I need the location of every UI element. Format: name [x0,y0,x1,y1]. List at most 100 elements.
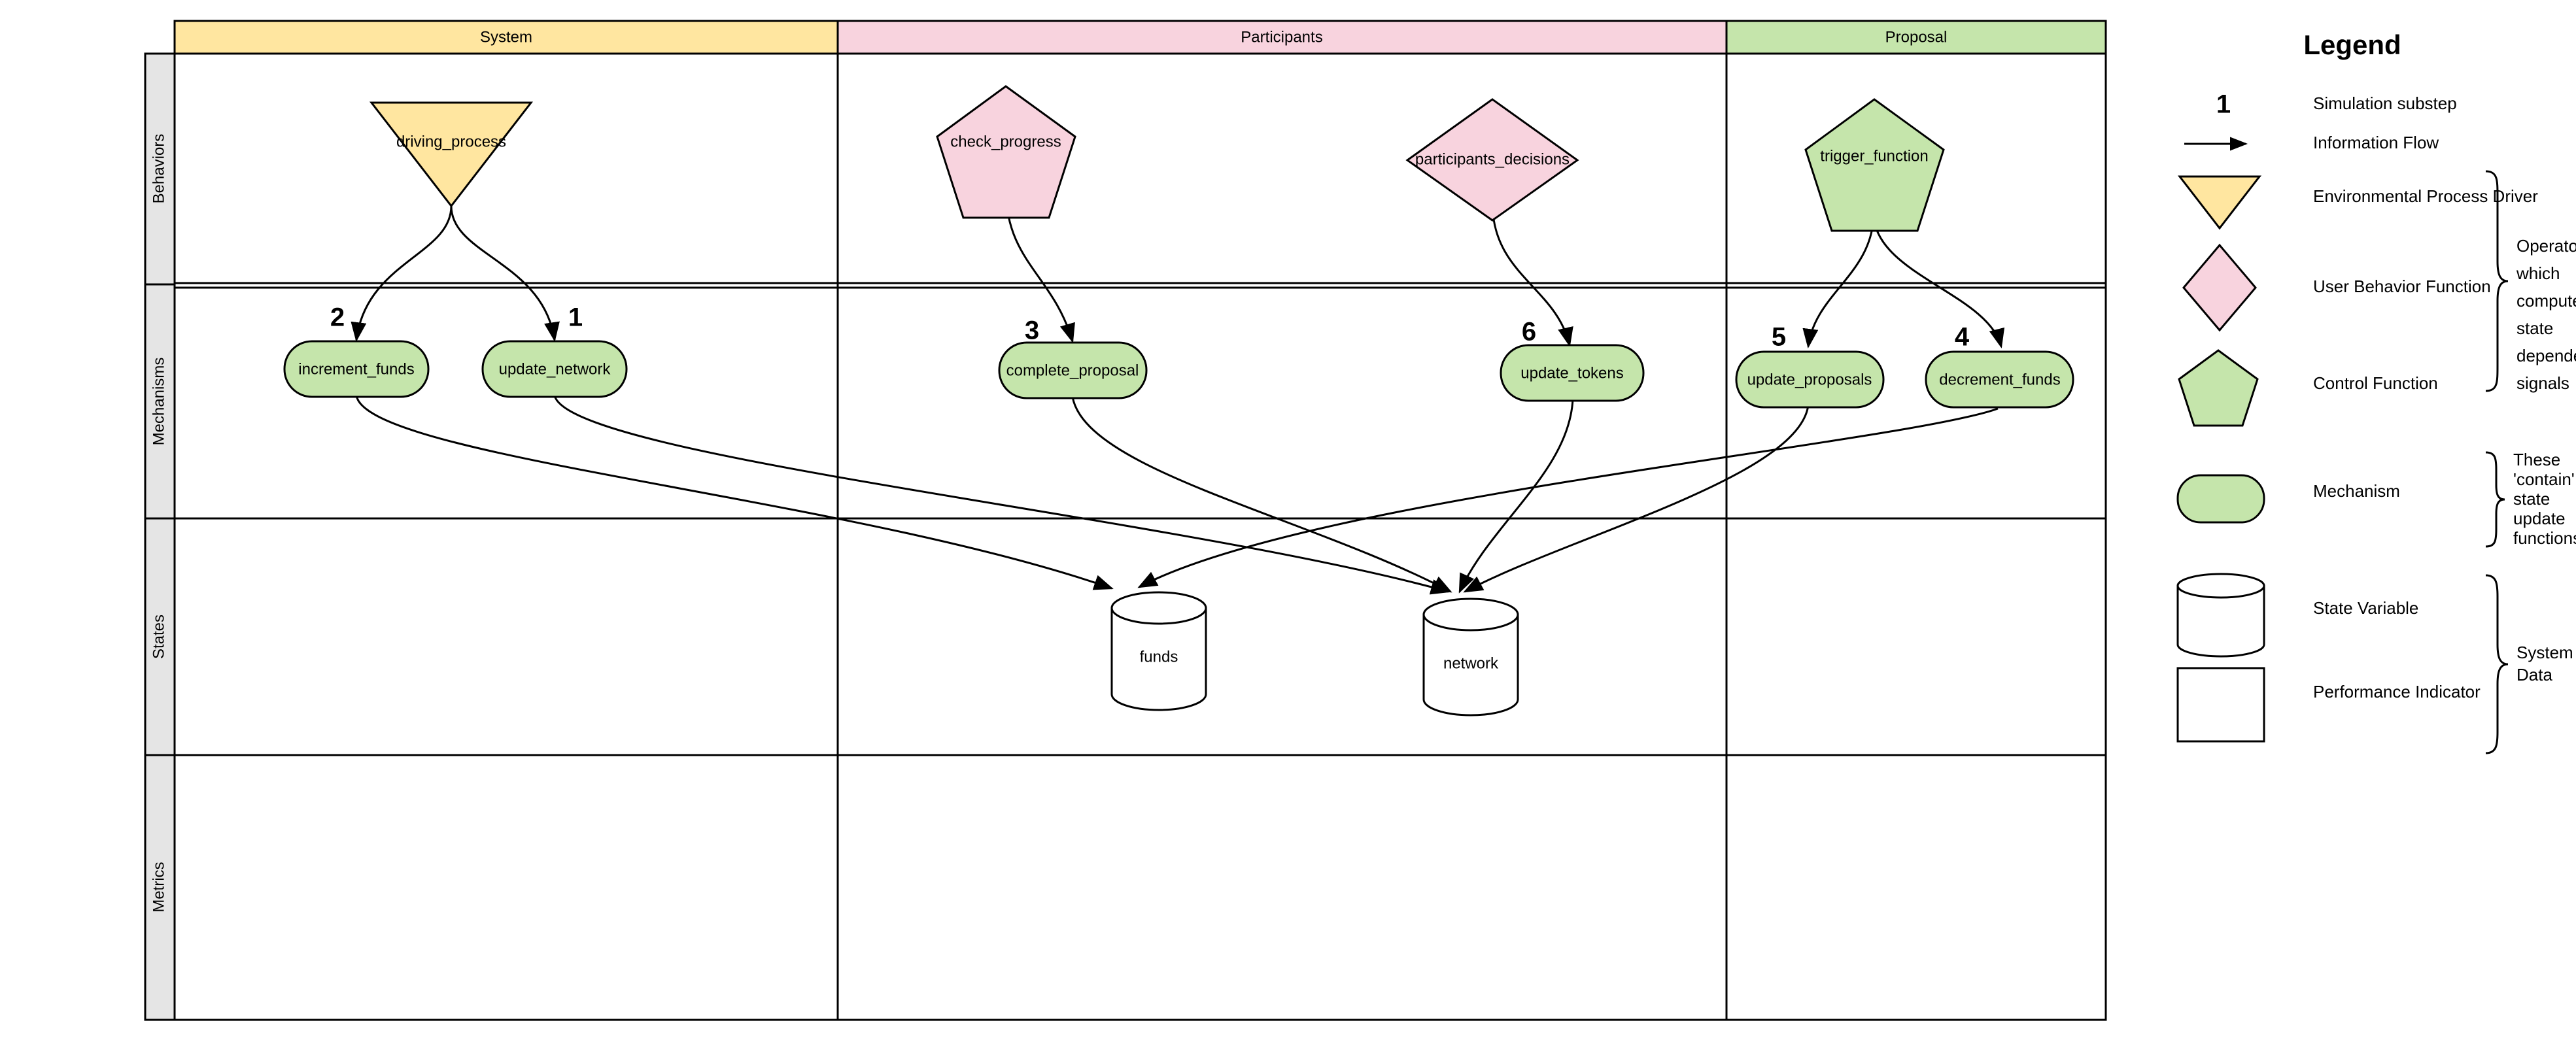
legend-item-mechanism: Mechanism [2176,474,2400,524]
edge-driving-process-to-increment-funds [351,205,453,342]
decrement-funds-label: decrement_funds [1939,371,2060,388]
legend-label-state-variable: State Variable [2313,598,2418,618]
legend-item-environmental-process-driver: Environmental Process Driver [2177,175,2538,230]
node-funds[interactable]: funds [1110,591,1207,711]
complete-proposal-label: complete_proposal [1006,362,1139,379]
column-header-system-label: System [480,28,532,46]
legend-brace-system-data: System Data [2485,574,2573,754]
substep-number-5: 5 [1772,323,1786,352]
edge-participants-decisions-to-update-tokens [1491,202,1573,347]
brace-system-data-line-1: Data [2516,665,2552,684]
legend-title: Legend [2303,29,2401,60]
edge-update-tokens-to-network [1458,398,1574,594]
node-update-proposals[interactable]: update_proposals [1735,350,1885,409]
column-header-participants [836,20,1728,55]
edge-trigger-function-to-update-proposals [1802,215,1875,348]
network-cylinder-body [1422,613,1519,717]
legend-item-information-flow: Information Flow [2184,133,2439,152]
column-header-proposal [1725,20,2107,55]
node-complete-proposal[interactable]: complete_proposal [998,341,1148,399]
trigger-function-shape [1804,98,1945,232]
funds-label: funds [1140,648,1178,666]
trigger-function-label: trigger_function [1820,147,1928,165]
participants-decisions-shape [1405,98,1579,222]
node-update-tokens[interactable]: update_tokens [1500,344,1645,402]
column-headers: System Participants Proposal [173,20,2107,55]
state-nodes: funds network [1110,591,1519,717]
update-tokens-label: update_tokens [1520,364,1623,382]
edge-trigger-function-to-decrement-funds [1872,215,2005,348]
row-header-metrics-label: Metrics [150,862,167,912]
row-header-states-label: States [150,615,167,659]
diamond-icon [2182,243,2257,332]
complete-proposal-shape [998,341,1148,399]
column-header-participants-label: Participants [1241,28,1322,46]
brace-mechanism-line-2: state [2513,489,2550,509]
driving-process-label: driving_process [396,133,506,150]
brace-operators-line-2: computes [2516,291,2576,311]
decrement-funds-shape [1925,350,2074,409]
brace-system-data-shape [2485,574,2509,754]
node-trigger-function[interactable]: trigger_function [1804,98,1945,232]
network-cylinder-top [1422,598,1519,632]
row-headers: Behaviors Mechanisms States Metrics [144,52,176,1021]
driving-process-shape [369,101,534,208]
mechanism-nodes: increment_funds update_network complete_… [283,340,2074,409]
update-proposals-shape [1735,350,1885,409]
brace-mechanism-shape [2485,451,2505,548]
rectangle-icon [2176,667,2265,743]
cylinder-icon-top [2176,573,2265,599]
check-progress-shape [936,85,1076,219]
node-driving-process[interactable]: driving_process [369,101,534,208]
legend-panel: Legend 1 Simulation substep Information … [2176,29,2576,754]
substep-number-4: 4 [1955,323,1970,352]
legend-item-performance-indicator: Performance Indicator [2176,667,2481,743]
behavior-nodes: driving_process check_progress participa… [369,85,1945,232]
node-check-progress[interactable]: check_progress [936,85,1076,219]
legend-item-control-function: Control Function [2178,349,2438,427]
legend-label-environmental-process-driver: Environmental Process Driver [2313,186,2538,206]
cylinder-icon-body [2176,584,2265,658]
participants-decisions-label: participants_decisions [1415,150,1570,168]
legend-brace-mechanism: These 'contain' state update functions [2485,450,2576,548]
brace-operators-line-5: signals [2516,373,2569,393]
brace-operators-line-3: state [2516,318,2553,338]
legend-label-mechanism: Mechanism [2313,481,2400,501]
legend-item-state-variable: State Variable [2176,573,2418,658]
node-network[interactable]: network [1422,598,1519,717]
node-update-network[interactable]: update_network [481,340,628,398]
stadium-icon [2176,474,2265,524]
legend-label-performance-indicator: Performance Indicator [2313,682,2481,701]
edges [351,188,2005,595]
network-label: network [1443,654,1499,672]
brace-mechanism-line-4: functions [2513,528,2576,548]
substep-numbers: 2 1 3 6 5 4 [330,303,1970,352]
node-increment-funds[interactable]: increment_funds [283,340,430,398]
brace-mechanism-line-0: These [2513,450,2560,469]
substep-number-2: 2 [330,303,345,332]
update-network-label: update_network [499,360,611,378]
triangle-down-icon [2177,175,2262,230]
brace-operators-line-0: Operators [2516,236,2576,256]
legend-label-control-function: Control Function [2313,373,2438,393]
column-header-system [173,20,839,55]
brace-system-data-line-0: System [2516,643,2573,662]
row-header-behaviors-label: Behaviors [150,134,167,204]
funds-cylinder-top [1110,591,1207,625]
legend-label-simulation-substep: Simulation substep [2313,93,2457,113]
pentagon-icon [2178,349,2259,427]
funds-cylinder-body [1110,607,1207,711]
brace-operators-line-1: which [2516,263,2560,283]
node-decrement-funds[interactable]: decrement_funds [1925,350,2074,409]
row-header-mechanisms-label: Mechanisms [150,358,167,446]
increment-funds-label: increment_funds [298,360,414,378]
update-network-shape [481,340,628,398]
node-participants-decisions[interactable]: participants_decisions [1405,98,1579,222]
legend-substep-sample: 1 [2216,90,2231,119]
substep-number-1: 1 [568,303,583,332]
legend-item-user-behavior-function: User Behavior Function [2182,243,2491,332]
check-progress-label: check_progress [950,133,1061,150]
grid-outline [173,52,2107,1021]
